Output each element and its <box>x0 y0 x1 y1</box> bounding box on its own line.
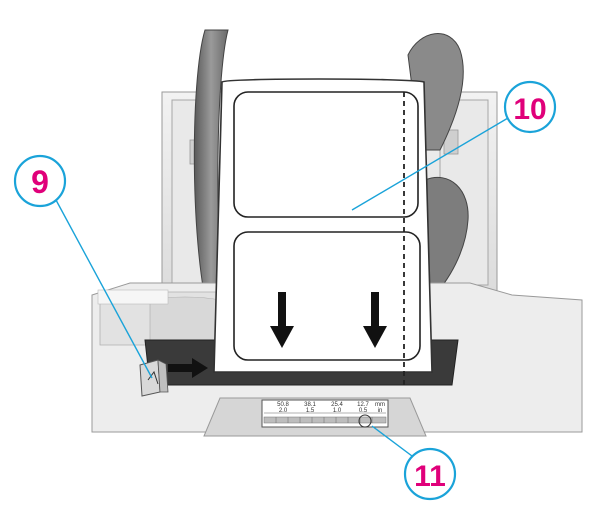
scale-in-unit: in <box>378 408 383 414</box>
label-top <box>233 91 419 218</box>
callout-9: 9 <box>13 154 67 208</box>
media-guide <box>139 359 169 397</box>
leader-line-9 <box>55 199 153 379</box>
scale-mm-value: 38.1 <box>304 402 316 408</box>
down-arrow-icon <box>363 292 387 348</box>
scale-mm-value: 25.4 <box>331 402 343 408</box>
callout-number: 11 <box>414 460 446 493</box>
callout-number: 10 <box>513 93 546 126</box>
right-arrow-icon <box>168 358 208 378</box>
down-arrow-icon <box>270 292 294 348</box>
callout-10: 10 <box>503 80 557 134</box>
scale-mm-unit: mm <box>375 402 385 408</box>
scale-in-value: 2.0 <box>279 408 288 414</box>
label-bottom <box>233 231 421 361</box>
label-stock <box>213 78 433 385</box>
scale-in-value: 1.5 <box>306 408 315 414</box>
callout-11: 11 <box>403 447 457 501</box>
scale-in-value: 1.0 <box>333 408 342 414</box>
scale-mm-value: 12.7 <box>357 402 369 408</box>
media-width-scale: 50.8 38.1 25.4 12.7 mm 2.0 1.5 1.0 0.5 i… <box>203 397 427 437</box>
scale-mm-value: 50.8 <box>277 402 289 408</box>
callout-number: 9 <box>31 164 49 200</box>
leader-line-10 <box>351 117 509 211</box>
scale-pointer <box>358 414 372 428</box>
scale-in-value: 0.5 <box>359 408 368 414</box>
